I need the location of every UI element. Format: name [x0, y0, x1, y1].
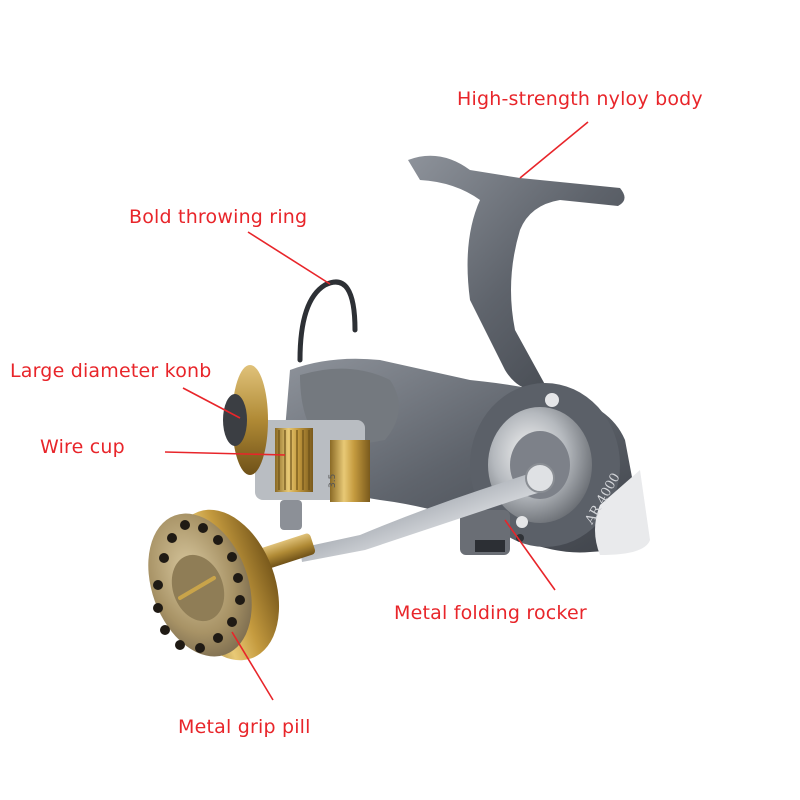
- bail-wire: [297, 279, 358, 363]
- callout-body-label: High-strength nyloy body: [457, 88, 703, 110]
- callout-line-knob: [182, 387, 241, 419]
- callout-grip-label: Metal grip pill: [178, 716, 311, 738]
- callout-lines: [164, 121, 589, 701]
- spool-marking: 3.5: [328, 474, 338, 488]
- grip-holes: [153, 520, 245, 653]
- callout-rocker-label: Metal folding rocker: [394, 602, 587, 624]
- drag-knob-rim: [232, 365, 268, 475]
- callout-line-body: [519, 121, 589, 179]
- callout-cup-label: Wire cup: [40, 436, 125, 458]
- callout-ring-label: Bold throwing ring: [129, 206, 308, 228]
- handle-arm: [300, 470, 548, 562]
- callout-knob-label: Large diameter konb: [10, 360, 212, 382]
- handle-shaft: [260, 533, 316, 569]
- callout-line-rocker: [504, 519, 556, 591]
- callout-line-grip: [231, 631, 274, 701]
- reel-foot: [408, 155, 625, 391]
- tail-cap: [595, 470, 650, 555]
- body-screw: [545, 393, 559, 407]
- callout-line-ring: [247, 231, 331, 285]
- callout-line-cup: [164, 451, 286, 456]
